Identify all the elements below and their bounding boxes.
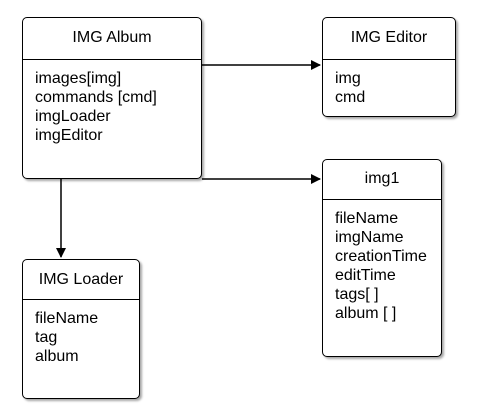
field: images[img] [35, 70, 122, 87]
field: commands [cmd] [35, 89, 157, 106]
class-fields: images[img] commands [cmd] imgLoader img… [23, 60, 201, 145]
class-title: IMG Loader [23, 260, 139, 300]
class-title: img1 [323, 160, 441, 200]
class-box-img-editor[interactable]: IMG Editor img cmd [322, 17, 456, 117]
field: imgLoader [35, 108, 111, 125]
field: imgEditor [35, 127, 103, 144]
field: creationTime [335, 248, 427, 265]
field: tag [35, 329, 58, 346]
field: tags[ ] [335, 286, 379, 303]
field: img [335, 70, 361, 87]
class-box-img1[interactable]: img1 fileName imgName creationTime editT… [322, 159, 442, 357]
field: album [ ] [335, 305, 397, 322]
class-box-img-loader[interactable]: IMG Loader fileName tag album [22, 259, 140, 399]
class-fields: fileName imgName creationTime editTime t… [323, 200, 441, 323]
field: cmd [335, 89, 366, 106]
field: fileName [335, 210, 399, 227]
field: editTime [335, 267, 396, 284]
field: fileName [35, 310, 99, 327]
class-fields: fileName tag album [23, 300, 139, 366]
class-title: IMG Album [23, 18, 201, 60]
class-fields: img cmd [323, 60, 455, 107]
class-title: IMG Editor [323, 18, 455, 60]
field: album [35, 348, 79, 365]
field: imgName [335, 229, 404, 246]
class-box-img-album[interactable]: IMG Album images[img] commands [cmd] img… [22, 17, 202, 179]
